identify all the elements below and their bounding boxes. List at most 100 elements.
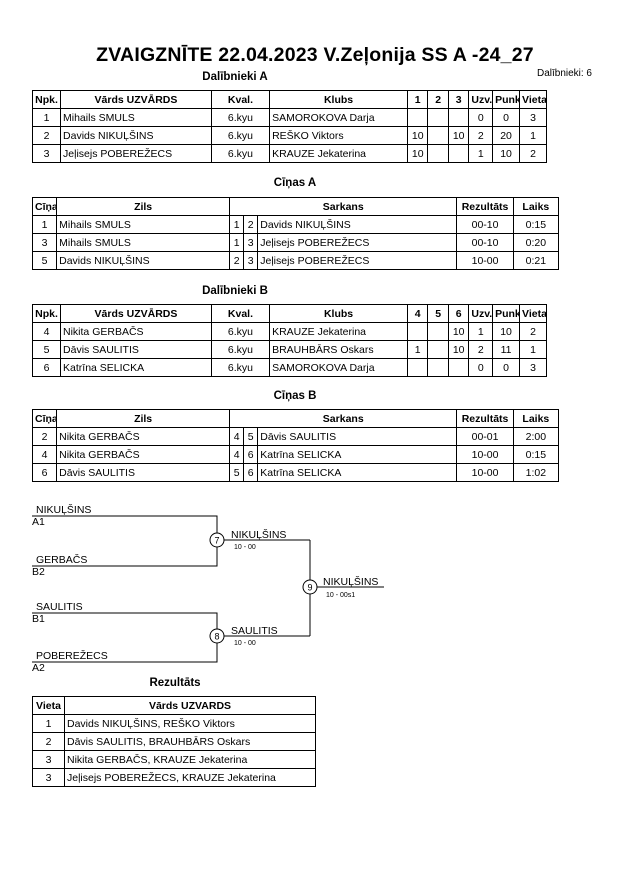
entry-seed-1: A1 (32, 516, 45, 528)
group-b-table: Npk.Vārds UZVĀRDSKval.Klubs456Uzv.Punkti… (31, 304, 547, 377)
table-cell: KRAUZE Jekaterina (269, 322, 408, 341)
column-header: Npk. (31, 90, 62, 109)
match-7-circle (209, 532, 225, 548)
column-header: Klubs (269, 90, 408, 109)
column-header: Npk. (31, 304, 62, 323)
table-cell: Davids NIKUĻŠINS (56, 251, 231, 270)
column-header: Vārds UZVĀRDS (60, 304, 212, 323)
table-cell (447, 358, 470, 377)
table-cell: Katrīna SELICKA (257, 463, 458, 482)
table-cell: 0 (468, 358, 494, 377)
table-cell: Nikita GERBAČS (60, 322, 212, 341)
column-header: Kval. (210, 90, 271, 109)
entry-name-2: GERBAČS (36, 553, 87, 566)
column-header: Vieta (32, 696, 65, 715)
match-9-number: 9 (307, 583, 312, 593)
table-cell: 1 (229, 215, 245, 234)
table-cell: 2 (243, 215, 259, 234)
table-cell (447, 144, 470, 163)
table-cell: 6.kyu (210, 144, 271, 163)
table-cell: 00-10 (456, 215, 514, 234)
fights-a-heading: Cīņas A (273, 177, 317, 189)
group-a-table: Npk.Vārds UZVĀRDSKval.Klubs123Uzv.Punkti… (31, 90, 547, 163)
entry-seed-2: B2 (32, 566, 45, 578)
table-header-row: Npk.Vārds UZVĀRDSKval.Klubs456Uzv.Punkti… (31, 304, 547, 323)
final-score: 10 - 00s1 (326, 592, 355, 599)
match-9-circle (302, 579, 318, 595)
table-cell: Jeļisejs POBEREŽECS (60, 144, 212, 163)
name-cell: Nikita GERBAČS, KRAUZE Jekaterina (64, 750, 316, 769)
table-cell: 0:21 (512, 251, 560, 270)
semi1-winner: NIKUĻŠINS (231, 528, 286, 541)
column-header: Cīņa (31, 409, 58, 428)
participants-count: Dalībnieki: 6 (536, 68, 592, 79)
entry-name-4: POBEREŽECS (36, 649, 108, 662)
table-cell: 10 (447, 340, 470, 359)
match-7-number: 7 (214, 536, 219, 546)
table-cell: 4 (229, 445, 245, 464)
semi2-winner: SAULITIS (231, 625, 278, 637)
group-b-heading: Dalībnieki B (202, 285, 268, 297)
place-cell: 2 (32, 732, 65, 751)
table-cell: 10-00 (456, 251, 514, 270)
column-header: Uzv. (468, 90, 494, 109)
table-cell: 6 (31, 463, 58, 482)
table-cell: 10-00 (456, 445, 514, 464)
entry-seed-4: A2 (32, 662, 45, 674)
table-cell: 1 (468, 144, 494, 163)
table-header-row: Npk.Vārds UZVĀRDSKval.Klubs123Uzv.Punkti… (31, 90, 547, 109)
table-cell: 6 (31, 358, 62, 377)
match-8-number: 8 (214, 632, 219, 642)
column-header: Rezultāts (456, 409, 514, 428)
table-cell: 0 (492, 358, 521, 377)
table-cell: 2 (519, 144, 547, 163)
table-cell: 5 (31, 251, 58, 270)
table-cell: 3 (519, 358, 547, 377)
table-cell: 1:02 (512, 463, 560, 482)
table-cell: Dāvis SAULITIS (60, 340, 212, 359)
table-cell: SAMOROKOVA Darja (269, 358, 408, 377)
column-header: Uzv. (468, 304, 494, 323)
table-cell: 2 (229, 251, 245, 270)
table-cell: 6 (243, 463, 259, 482)
entry-name-1: NIKUĻŠINS (36, 503, 91, 516)
semi1-score: 10 - 00 (234, 544, 256, 551)
name-cell: Jeļisejs POBEREŽECS, KRAUZE Jekaterina (64, 768, 316, 787)
page-title: ZVAIGZNĪTE 22.04.2023 V.Zeļonija SS A -2… (96, 44, 534, 66)
name-cell: Davids NIKUĻŠINS, REŠKO Viktors (64, 714, 316, 733)
place-cell: 3 (32, 768, 65, 787)
table-cell: KRAUZE Jekaterina (269, 144, 408, 163)
table-cell: 3 (31, 144, 62, 163)
table-cell: 5 (229, 463, 245, 482)
semi2-score: 10 - 00 (234, 640, 256, 647)
column-header: Vārds UZVARDS (64, 696, 316, 715)
table-cell: 10-00 (456, 463, 514, 482)
table-cell: 10 (406, 144, 429, 163)
final-winner: NIKUĻŠINS (323, 575, 378, 588)
table-cell: Mihails SMULS (56, 215, 231, 234)
match-8-circle (209, 628, 225, 644)
column-header: Vieta (519, 90, 547, 109)
table-cell: Katrīna SELICKA (60, 358, 212, 377)
table-cell: 3 (243, 251, 259, 270)
column-header: Punkti (492, 304, 521, 323)
fights-b-heading: Cīņas B (273, 390, 317, 402)
entry-seed-3: B1 (32, 613, 45, 625)
table-cell: 4 (31, 445, 58, 464)
